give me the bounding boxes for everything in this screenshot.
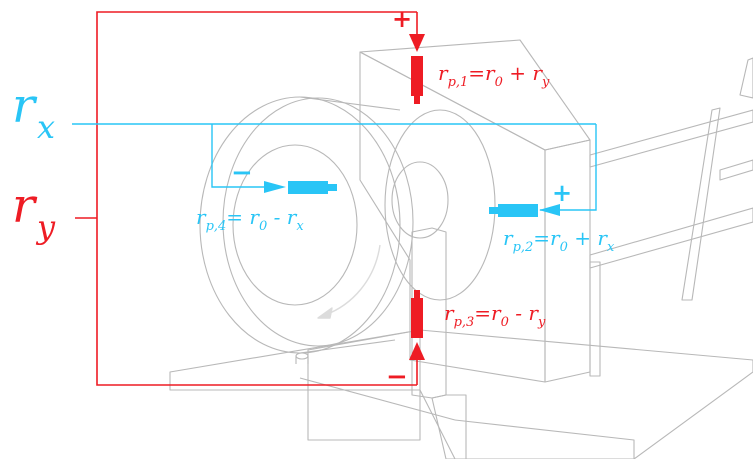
formula-probe-1: rp,1=r0 + ry [438,61,550,90]
axis-label-rx: rx [12,78,55,146]
sign-right: + [552,178,572,207]
front-post [295,227,467,459]
probe-bottom [409,290,425,360]
rotation-arrow [317,244,381,319]
x-axis-wiring [72,123,597,211]
disc [199,96,496,354]
machine-frame [589,57,753,377]
sign-bottom: − [386,362,408,392]
y-axis-wiring [75,11,418,386]
machine-drawing [169,39,753,459]
sign-top: + [392,4,412,33]
formula-probe-2: rp,2=r0 + rx [503,226,615,255]
probe-left [264,181,337,194]
probe-right [489,204,560,217]
formula-probe-3: rp,3=r0 - ry [444,301,546,330]
sign-left: − [231,158,253,188]
probe-top [409,34,425,104]
axis-label-ry: ry [12,178,56,246]
formula-probe-4: rp,4= r0 - rx [196,205,304,234]
